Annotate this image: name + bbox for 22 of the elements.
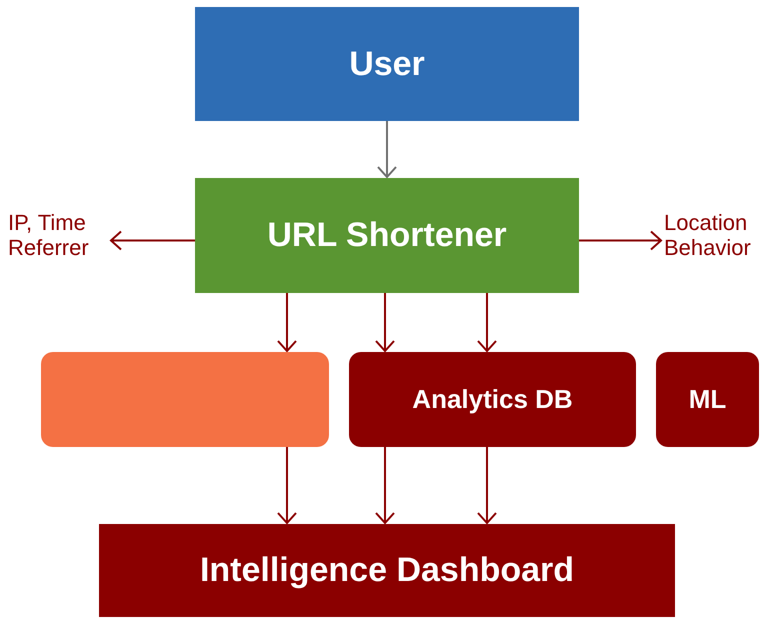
arrow bbox=[277, 447, 297, 524]
arrow bbox=[377, 121, 397, 178]
arrow bbox=[579, 230, 662, 250]
process-box bbox=[99, 524, 675, 617]
arrow bbox=[110, 230, 195, 250]
node-label: Intelligence Dashboard bbox=[200, 551, 574, 590]
node-label: ML bbox=[688, 384, 726, 415]
node-label: User bbox=[349, 44, 425, 84]
node-label: Analytics DB bbox=[412, 384, 573, 415]
arrow bbox=[477, 293, 497, 352]
process-box bbox=[656, 352, 759, 447]
process-box bbox=[195, 7, 579, 121]
arrow bbox=[477, 447, 497, 524]
arrow bbox=[375, 447, 395, 524]
arrow bbox=[375, 293, 395, 352]
process-box bbox=[349, 352, 636, 447]
node-label: Location Behavior bbox=[664, 210, 752, 260]
node-label: IP, Time Referrer bbox=[8, 210, 90, 260]
arrow bbox=[277, 293, 297, 352]
node-label: URL Shortener bbox=[267, 216, 507, 255]
process-box bbox=[195, 178, 579, 293]
database-box bbox=[41, 352, 329, 447]
